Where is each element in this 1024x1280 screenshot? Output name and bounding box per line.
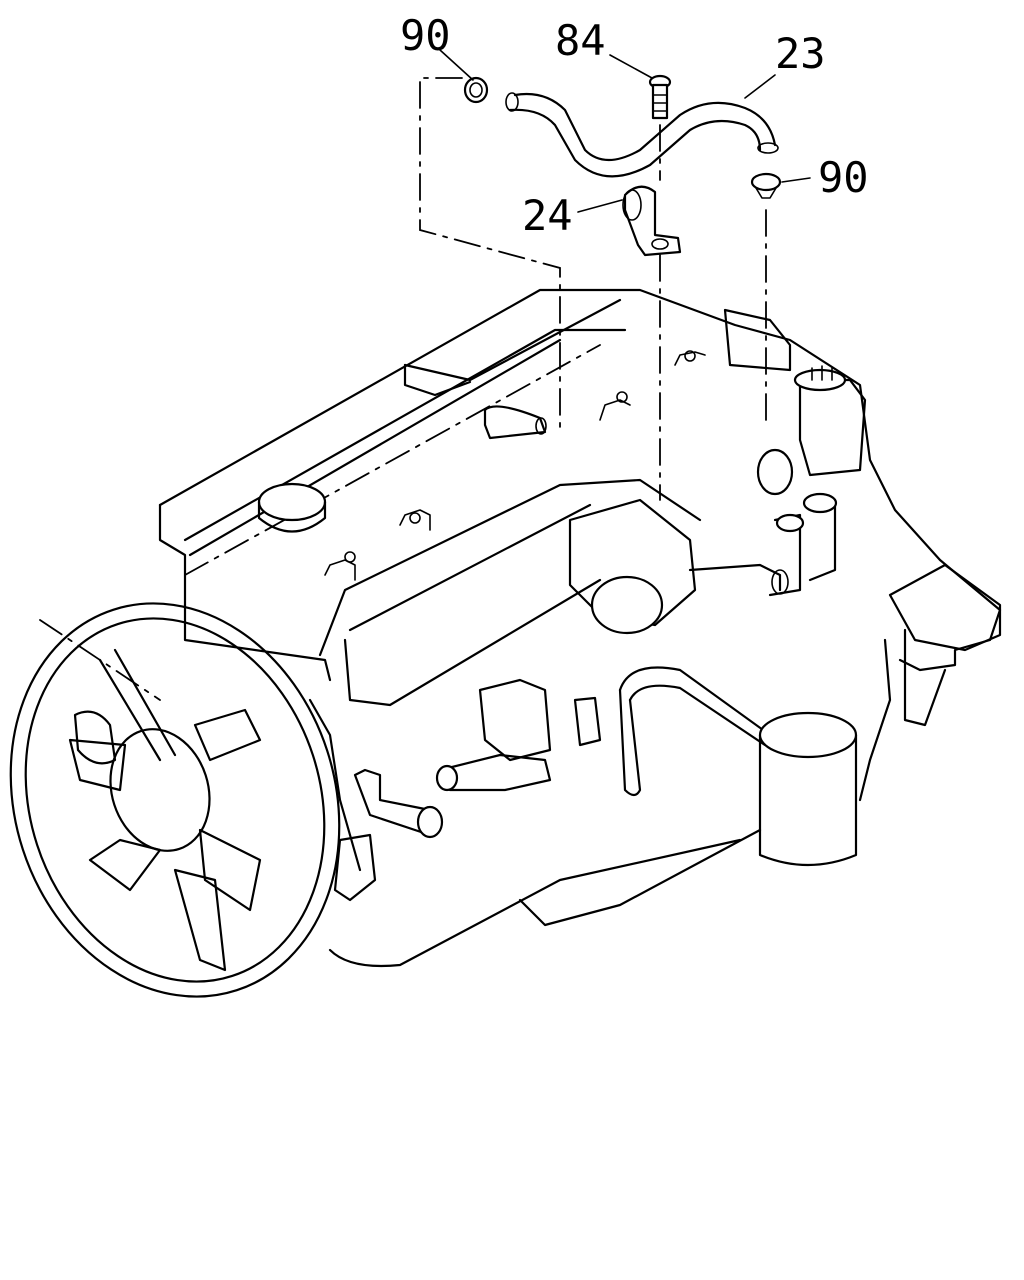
callout-24: 24 bbox=[522, 191, 573, 240]
callout-90-top: 90 bbox=[400, 11, 451, 60]
callout-23: 23 bbox=[775, 29, 826, 78]
oil-filter bbox=[758, 711, 858, 759]
fan-hub bbox=[109, 728, 211, 852]
callout-90-right: 90 bbox=[818, 153, 869, 202]
oil-filler-cap bbox=[257, 482, 327, 522]
thermostat-housing bbox=[568, 498, 697, 627]
cooling-fan bbox=[9, 602, 341, 998]
breather-hose bbox=[505, 92, 779, 178]
callout-labels: 90 84 23 24 90 bbox=[400, 11, 869, 240]
breather-canister bbox=[798, 378, 867, 477]
hose-clamp-right bbox=[750, 172, 782, 199]
hose-clip bbox=[622, 185, 682, 257]
hose-clamp-top-left bbox=[463, 76, 489, 104]
leader-lines bbox=[439, 49, 811, 213]
engine-block bbox=[158, 288, 1002, 968]
callout-84: 84 bbox=[555, 16, 606, 65]
bolt bbox=[648, 74, 672, 120]
assembly-lines bbox=[419, 77, 767, 501]
